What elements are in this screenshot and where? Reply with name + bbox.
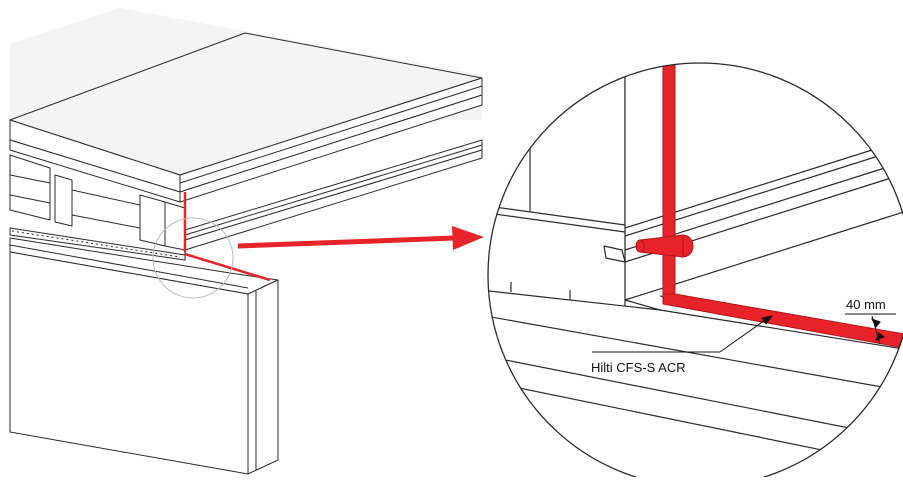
- slab-underlayer-front: [9, 139, 181, 203]
- detail-channel: [603, 245, 626, 263]
- sealant-horizontal: [662, 293, 903, 350]
- dimension-label: 40 mm: [846, 297, 886, 312]
- detail-floor-top: [488, 289, 903, 482]
- joist-middle: [54, 174, 73, 227]
- slab-groove: [179, 85, 483, 184]
- detail-lens: [488, 63, 903, 482]
- joist-right: [139, 194, 166, 247]
- detail-lens-border: [487, 62, 903, 482]
- product-label: Hilti CFS-S ACR: [591, 360, 686, 375]
- joist-left: [9, 154, 51, 221]
- sealant-overview: [183, 192, 271, 282]
- dimension-marker: [845, 313, 896, 345]
- zoom-arrow-head: [452, 226, 484, 250]
- detail-marker-circle: [152, 217, 234, 299]
- sealant-vertical: [662, 64, 676, 301]
- sealant-detail: [635, 64, 903, 350]
- overview-illustration: [9, 8, 483, 475]
- product-leader: [592, 315, 774, 353]
- wall-side: [247, 279, 279, 475]
- zoom-arrow: [237, 226, 484, 250]
